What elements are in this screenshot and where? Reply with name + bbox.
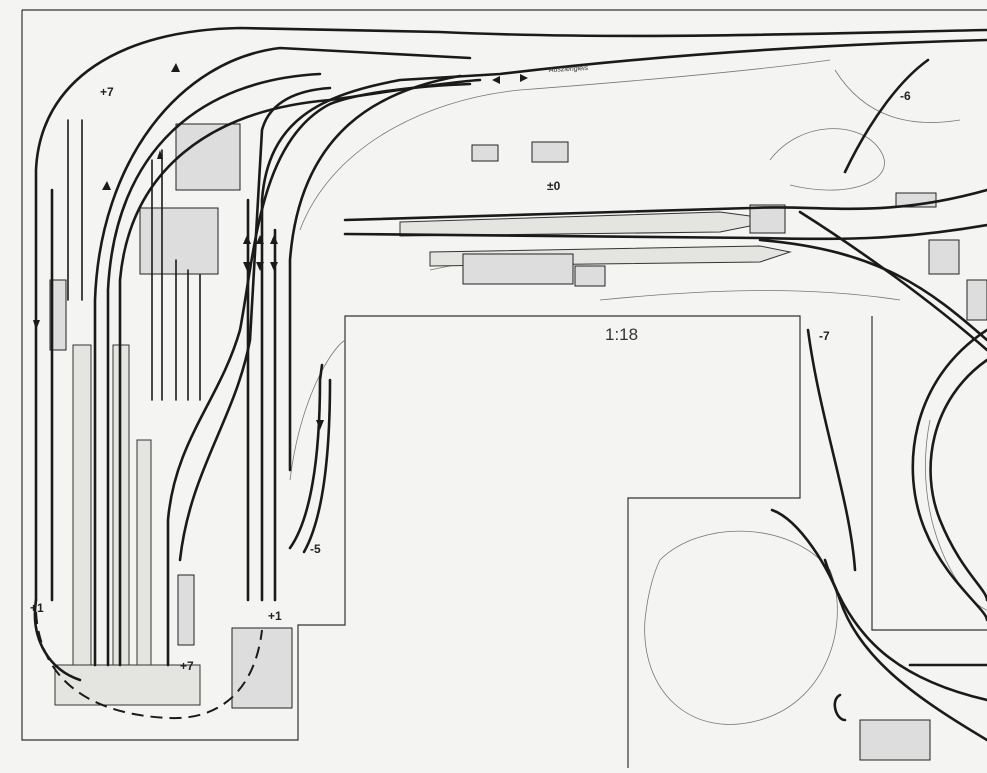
track-lines — [33, 26, 987, 742]
level-label: -6 — [900, 89, 911, 103]
platforms — [54, 211, 792, 706]
level-label: +1 — [268, 609, 282, 623]
terrain-hatching — [289, 59, 987, 725]
level-label: -5 — [310, 542, 321, 556]
scale-label: 1:18 — [605, 325, 638, 344]
buildings — [49, 123, 987, 761]
level-label: -7 — [819, 329, 830, 343]
level-label: +7 — [180, 659, 194, 673]
siding-label: Ausziehgleis — [548, 65, 589, 74]
level-label: +1 — [30, 601, 44, 615]
level-label: +7 — [100, 85, 114, 99]
tunnel-track — [35, 611, 263, 720]
baseboard-outline — [21, 9, 987, 768]
direction-arrows — [33, 63, 528, 430]
level-label: ±0 — [547, 179, 561, 193]
